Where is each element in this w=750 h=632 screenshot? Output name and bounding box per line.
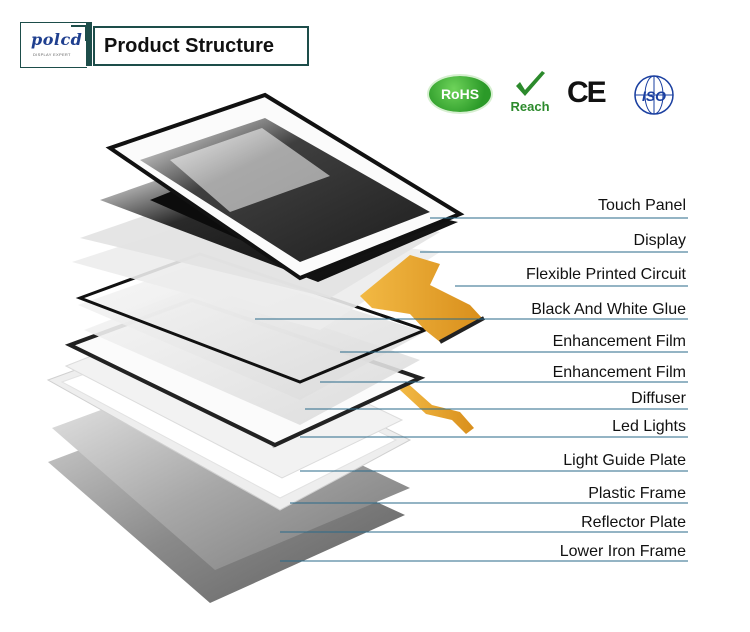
title-box: Product Structure [86, 22, 309, 66]
label-diffuser: Diffuser [631, 390, 686, 407]
iso-badge: ISO [633, 74, 675, 116]
label-lower-iron-frame: Lower Iron Frame [559, 543, 686, 560]
label-touch-panel: Touch Panel [597, 197, 686, 214]
checkmark-icon [516, 71, 545, 96]
reach-badge: Reach [505, 70, 555, 118]
label-plastic-frame: Plastic Frame [588, 485, 686, 502]
led-fpc-tail [400, 381, 474, 434]
label-flexible-printed-circuit: Flexible Printed Circuit [525, 266, 686, 283]
reach-label: Reach [510, 99, 550, 114]
fpc-main [360, 255, 482, 342]
iso-text: ISO [641, 88, 667, 104]
logo-text: polcd [31, 30, 83, 49]
label-black-and-white-glue: Black And White Glue [531, 301, 686, 318]
label-reflector-plate: Reflector Plate [581, 514, 686, 531]
logo-subtext: DISPLAY EXPERT [33, 52, 71, 57]
brand-logo: polcd DISPLAY EXPERT [20, 22, 87, 68]
label-enhancement-film-2: Enhancement Film [552, 364, 686, 381]
label-led-lights: Led Lights [612, 418, 686, 435]
label-display: Display [633, 232, 686, 249]
label-enhancement-film-1: Enhancement Film [552, 333, 686, 350]
page-title: Product Structure [104, 35, 275, 57]
label-light-guide-plate: Light Guide Plate [563, 452, 686, 469]
rohs-badge: RoHS [429, 76, 491, 112]
leader-lines [255, 217, 688, 562]
globe-icon [634, 75, 674, 115]
ce-badge: CE [567, 76, 607, 109]
